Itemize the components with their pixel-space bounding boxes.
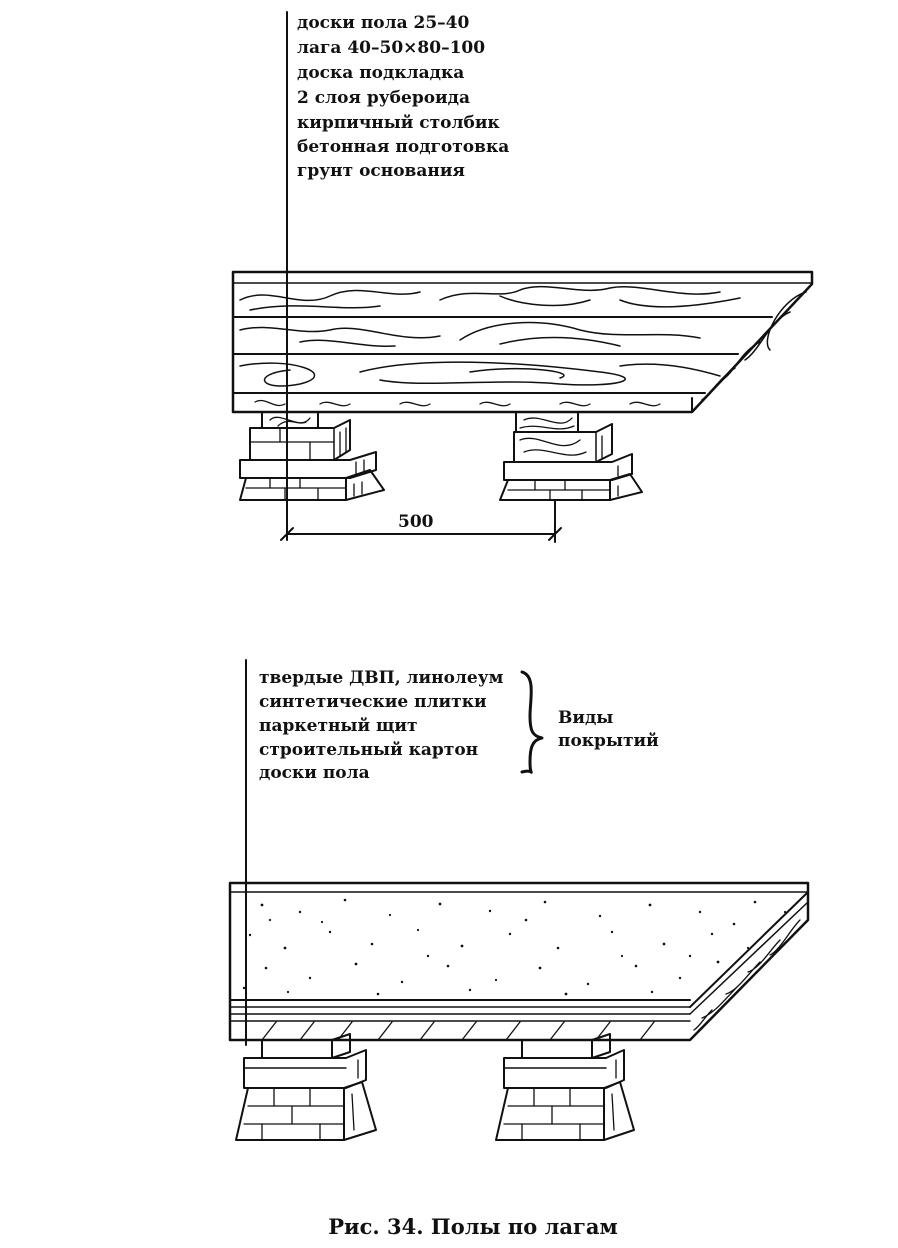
- joist-end-right: [515, 411, 579, 433]
- top-label-joist: лага 40–50×80–100: [297, 38, 485, 58]
- top-label-floor-boards: доски пола 25–40: [297, 13, 470, 33]
- bottom-label-floor-boards: доски пола: [259, 763, 370, 783]
- brick-post-bottom-left: [235, 1033, 377, 1141]
- bottom-label-synthetic-tiles: синтетические плитки: [259, 692, 487, 712]
- top-label-brick-post: кирпичный столбик: [297, 113, 500, 133]
- dimension-label: 500: [398, 512, 434, 532]
- layered-floor-slab: [228, 881, 810, 1042]
- bottom-label-fibreboard: твердые ДВП, линолеум: [259, 668, 504, 688]
- curly-brace: [520, 670, 544, 774]
- top-label-ground: грунт основания: [297, 161, 465, 181]
- bottom-label-parquet-panel: паркетный щит: [259, 716, 418, 736]
- bottom-label-building-cardboard: строительный картон: [259, 740, 478, 760]
- brace-label-line1: Виды: [558, 708, 613, 728]
- brick-post-left: [239, 419, 385, 501]
- figure-caption: Рис. 34. Полы по лагам: [328, 1214, 617, 1239]
- brick-post-right: [499, 423, 643, 501]
- top-label-pad-board: доска подкладка: [297, 63, 464, 83]
- dimension-line: [280, 499, 562, 543]
- top-label-roofing-felt: 2 слоя рубероида: [297, 88, 470, 108]
- brace-label-line2: покрытий: [558, 731, 659, 751]
- top-label-concrete-base: бетонная подготовка: [297, 137, 509, 157]
- wood-floor-boards: [231, 270, 814, 414]
- joist-end-left: [261, 411, 319, 429]
- brick-post-bottom-right: [495, 1033, 635, 1141]
